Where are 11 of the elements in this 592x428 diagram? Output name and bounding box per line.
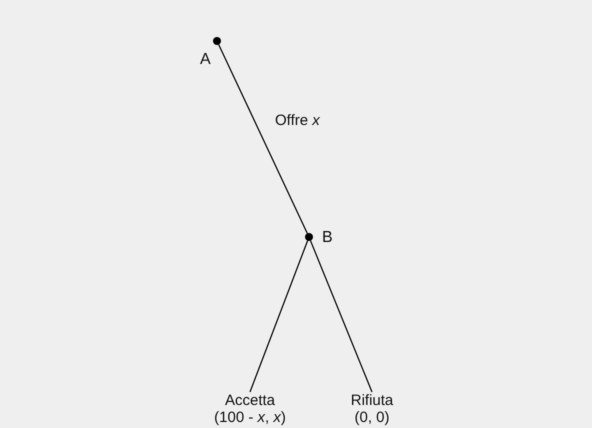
choice-label: Accetta bbox=[224, 392, 276, 409]
payoff-label: (0, 0) bbox=[353, 409, 390, 426]
tree-branch bbox=[310, 240, 373, 392]
node-dot bbox=[305, 233, 313, 241]
payoff-label: (100 - x, x) bbox=[213, 409, 287, 426]
choice-label: Rifiuta bbox=[350, 392, 394, 409]
tree-branch bbox=[249, 240, 308, 392]
node-dot bbox=[213, 37, 221, 45]
player-label: B bbox=[322, 229, 333, 247]
tree-branch bbox=[218, 44, 308, 234]
player-label: A bbox=[200, 51, 211, 69]
